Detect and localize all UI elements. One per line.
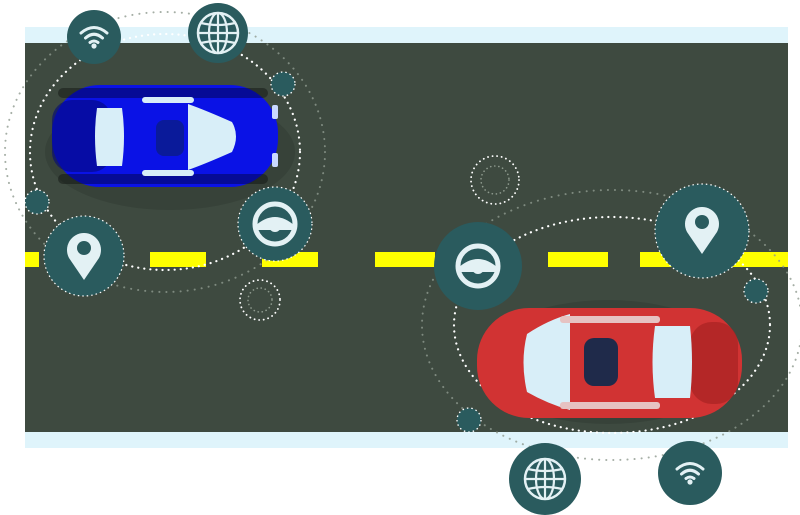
location-pin-icon xyxy=(654,183,750,279)
steering-wheel-icon xyxy=(434,222,522,310)
network-node xyxy=(743,278,769,304)
location-pin-icon xyxy=(43,215,125,297)
blue-car xyxy=(45,85,295,210)
network-rings-left xyxy=(4,11,326,321)
network-node xyxy=(456,407,482,433)
sidewalk-bottom xyxy=(25,432,788,448)
wifi-icon xyxy=(658,441,722,505)
red-car xyxy=(477,300,742,424)
network-rings-right xyxy=(421,155,800,461)
network-node xyxy=(270,71,296,97)
steering-wheel-icon xyxy=(237,186,313,262)
sidewalk-top xyxy=(25,27,788,44)
network-node xyxy=(24,189,50,215)
wifi-icon xyxy=(67,10,121,64)
globe-icon xyxy=(509,443,581,515)
globe-icon xyxy=(188,3,248,63)
